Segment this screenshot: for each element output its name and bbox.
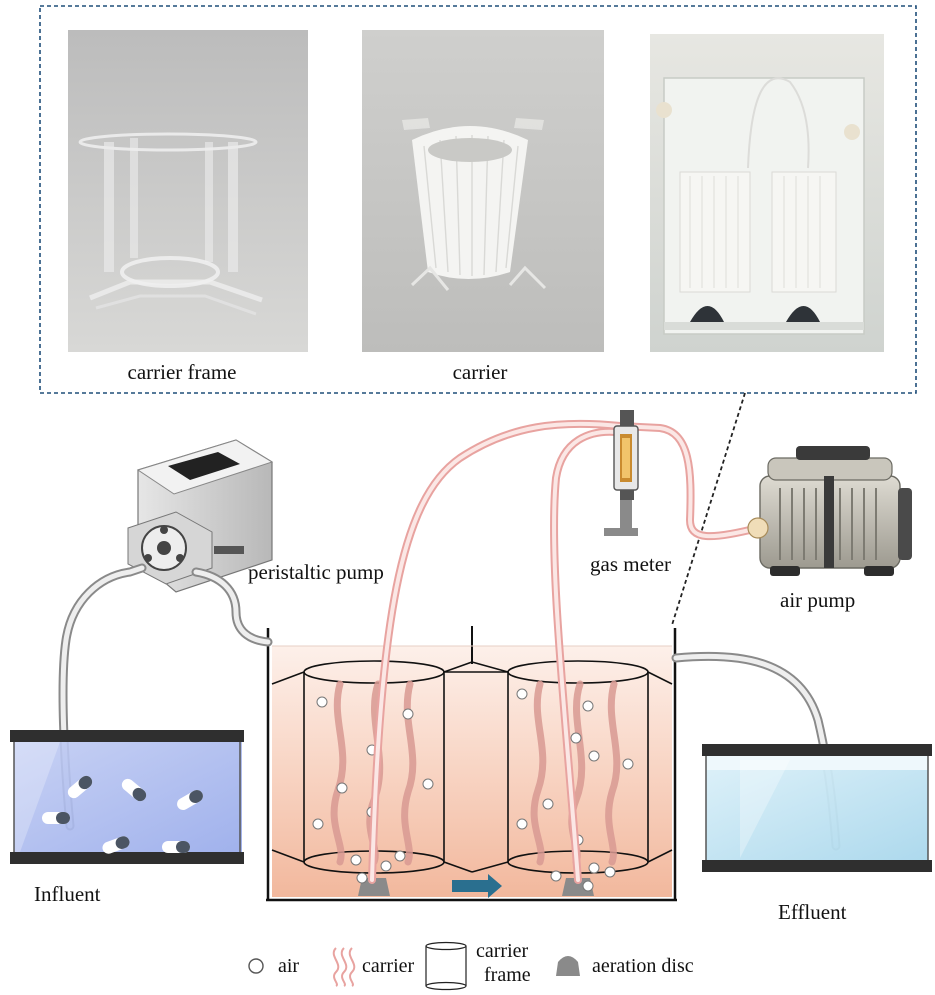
pills (42, 775, 203, 854)
legend-carrier-icon (332, 947, 356, 987)
legend-aeration-disc-label: aeration disc (592, 955, 694, 977)
legend-carrier-label: carrier (362, 955, 415, 977)
label-gas-meter: gas meter (590, 552, 672, 576)
reactor-tank (266, 626, 677, 902)
label-peristaltic-pump: peristaltic pump (248, 560, 384, 584)
leader-line (671, 392, 746, 626)
legend-carrier-frame-label-2: frame (484, 964, 531, 986)
flow-arrow (452, 874, 502, 898)
influent-tank (10, 730, 244, 864)
photo-panel-border (39, 5, 917, 394)
air-pump (747, 446, 912, 576)
legend-air-icon (248, 958, 264, 974)
legend-carrier-frame-icon (425, 941, 467, 991)
legend-carrier-frame-label-1: carrier (476, 940, 529, 962)
photo-reactor (650, 34, 884, 352)
legend-air-label: air (278, 955, 300, 977)
label-effluent: Effluent (778, 900, 847, 924)
gas-meter (604, 410, 639, 536)
photo-carrier (362, 30, 604, 352)
label-air-pump: air pump (780, 588, 856, 612)
effluent-tank (702, 744, 932, 872)
label-influent: Influent (34, 882, 101, 906)
air-bubbles (312, 688, 634, 892)
legend-aeration-disc-icon (556, 956, 580, 976)
peristaltic-pump (127, 439, 274, 593)
photo-carrier-frame (68, 30, 308, 352)
legend-symbols (248, 941, 580, 991)
air-tubing (368, 419, 762, 884)
caption-carrier-frame: carrier frame (127, 360, 237, 384)
aeration-disc-left (358, 878, 390, 896)
caption-carrier: carrier (452, 360, 508, 384)
